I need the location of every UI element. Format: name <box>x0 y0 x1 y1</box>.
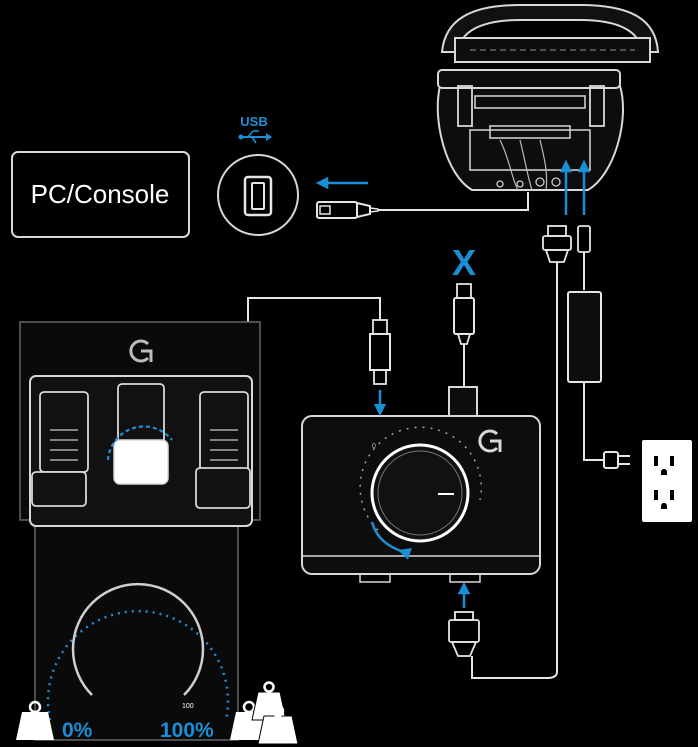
logitech-g-icon <box>129 339 153 363</box>
power-brick-icon <box>567 291 602 383</box>
pedal-set <box>19 321 261 741</box>
usb-icon: USB <box>238 114 272 144</box>
db9-connector-icon <box>542 225 572 263</box>
load-cell-controller: 0 <box>301 386 541 583</box>
gauge-max-mark: 100 <box>182 703 194 710</box>
sensitivity-gauge: 100 0% 100% <box>46 582 230 742</box>
weight-icon <box>16 700 54 740</box>
audio-jack-icon <box>577 225 591 264</box>
wall-outlet-icon <box>642 440 692 522</box>
not-connected-mark: X <box>452 242 476 283</box>
usb-port-icon <box>217 154 299 236</box>
wheel-device <box>436 4 660 191</box>
pc-console-label: PC/Console <box>31 179 170 209</box>
db9-connector-icon <box>448 611 480 657</box>
gauge-min-label: 0% <box>62 719 93 742</box>
usb-label: USB <box>240 114 267 129</box>
pc-console-box: PC/Console <box>11 151 190 238</box>
gauge-max-label: 100% <box>160 719 214 742</box>
arrow-icon <box>106 425 173 461</box>
power-plug-icon <box>603 451 630 469</box>
dial-min-mark: 0 <box>372 443 376 450</box>
weight-icon <box>230 681 299 745</box>
logitech-g-icon <box>478 429 502 453</box>
usb-plug-icon <box>369 319 391 385</box>
usb-plug-icon <box>453 283 475 345</box>
usb-plug-icon <box>316 201 379 219</box>
